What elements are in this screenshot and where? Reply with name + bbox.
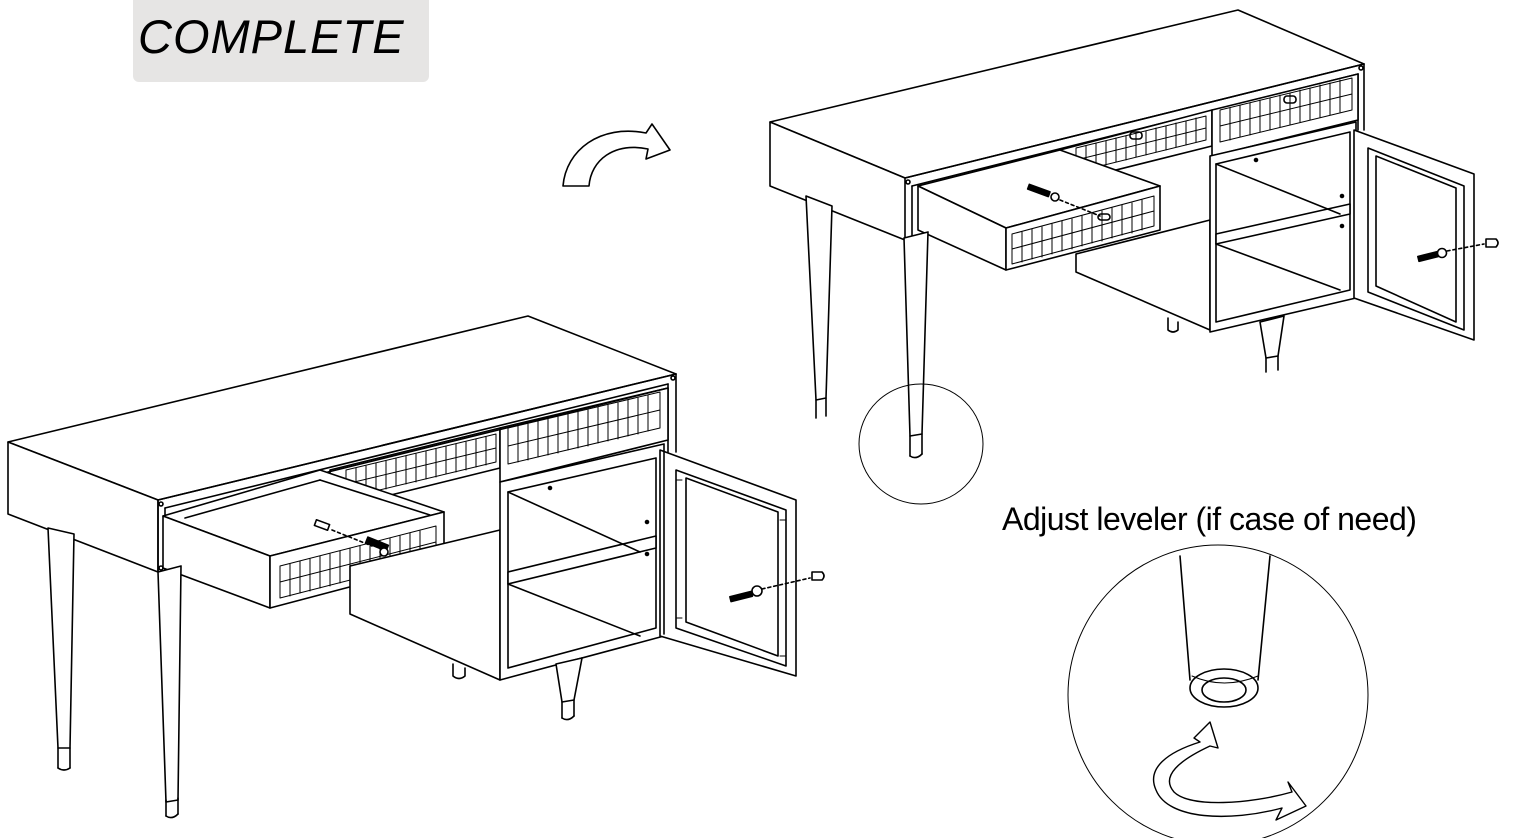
leveler-caption: Adjust leveler (if case of need) bbox=[1002, 501, 1417, 537]
leg-right-front bbox=[555, 657, 583, 721]
leg-left-front bbox=[157, 565, 182, 819]
leveler-highlight-small bbox=[858, 383, 984, 505]
heading-background bbox=[133, 0, 429, 82]
open-door-left bbox=[659, 449, 825, 677]
rotate-arrow-icon bbox=[562, 123, 671, 187]
cabinet-right bbox=[769, 9, 1499, 459]
leveler-detail bbox=[1067, 544, 1369, 838]
complete-heading: COMPLETE bbox=[138, 10, 405, 63]
shelf-left bbox=[507, 535, 657, 585]
cabinet-left bbox=[7, 315, 825, 819]
leg-left-back bbox=[47, 527, 75, 771]
turn-arrow-icon bbox=[1152, 721, 1307, 821]
